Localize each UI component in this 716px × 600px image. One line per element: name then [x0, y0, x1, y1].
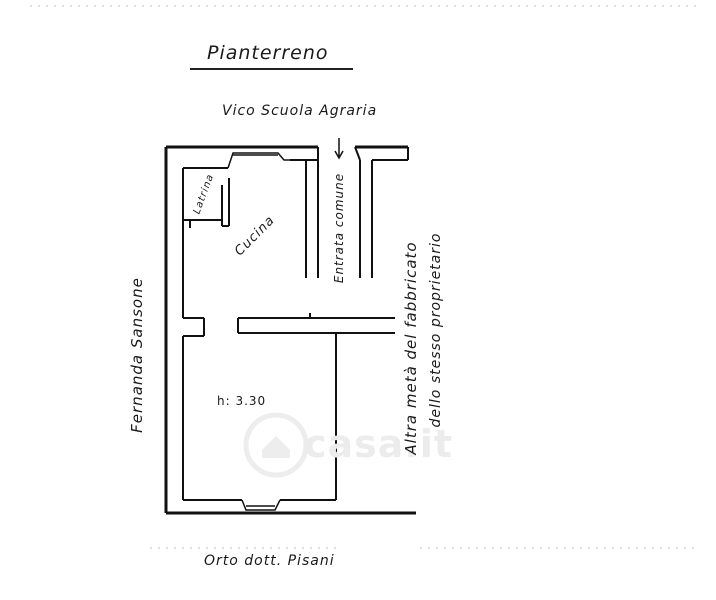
latrine-walls [183, 178, 230, 228]
windows [227, 152, 290, 511]
plan-title: Pianterreno [207, 42, 329, 64]
outer-walls [164, 145, 416, 515]
north-street-label: Vico Scuola Agraria [222, 103, 378, 119]
west-neighbor-label: Fernanda Sansone [128, 277, 146, 433]
ceiling-height-label: h: 3.30 [217, 394, 267, 408]
east-neighbor-label-line2: dello stesso proprietario [428, 232, 444, 428]
entrance-arrow-icon [334, 138, 344, 160]
south-neighbor-label: Orto dott. Pisani [204, 553, 335, 569]
inner-walls [182, 146, 409, 501]
common-entrance-label: Entrata comune [332, 172, 346, 284]
east-neighbor-label-line1: Altra metà del fabbricato [402, 241, 420, 455]
title-underline [190, 68, 353, 70]
watermark-logo [228, 410, 484, 480]
north-window [227, 152, 290, 169]
south-window [241, 499, 281, 511]
scan-noise [30, 5, 700, 549]
watermark-text: casa.it [304, 422, 454, 466]
